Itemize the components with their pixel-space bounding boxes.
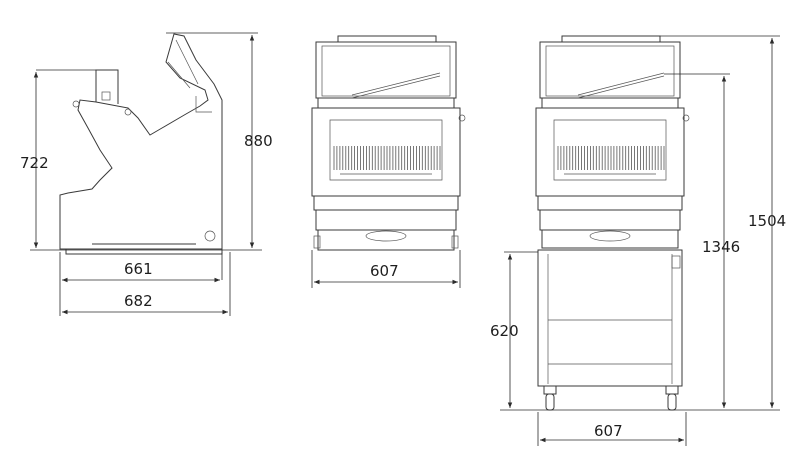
- side-view-top-box: [95, 69, 119, 104]
- stand-lever: [577, 75, 665, 99]
- side-view-knob-2: [124, 108, 132, 116]
- stand-cavity: [553, 119, 667, 181]
- dim-label-620: 620: [490, 322, 519, 340]
- dim-label-front-607: 607: [370, 262, 399, 280]
- side-view-slot: [101, 91, 111, 101]
- caster-left-mount: [543, 385, 557, 395]
- stand-lever-2: [577, 72, 665, 96]
- front-blade-grille: [333, 146, 441, 170]
- dim-label-1504: 1504: [748, 212, 786, 230]
- dim-label-880: 880: [244, 132, 273, 150]
- dim-label-1346: 1346: [702, 238, 740, 256]
- dim-label-661: 661: [124, 260, 153, 278]
- stand-tray: [541, 229, 679, 249]
- caster-left-wheel: [545, 393, 555, 411]
- stand-top-cover: [561, 35, 661, 42]
- front-view: 607: [311, 35, 466, 288]
- front-handle: [365, 230, 407, 242]
- dim-label-stand-607: 607: [594, 422, 623, 440]
- front-band: [317, 97, 455, 109]
- side-view-wheel: [204, 230, 216, 242]
- stand-top-inner: [545, 45, 675, 97]
- front-top-inner: [321, 45, 451, 97]
- front-foot-right: [451, 235, 459, 249]
- dim-label-722: 722: [20, 154, 49, 172]
- front-lever-2: [351, 72, 441, 96]
- front-lower-panel: [315, 209, 457, 231]
- front-lower-band: [313, 195, 459, 211]
- caster-right-mount: [665, 385, 679, 395]
- front-lever: [351, 75, 441, 99]
- front-stand-view: 1504 1346 620 607: [490, 35, 786, 446]
- stand-lower-band: [537, 195, 683, 211]
- side-view-panel-line: [195, 96, 212, 113]
- stand-handle: [589, 230, 631, 242]
- side-view: 880 722 661 682: [20, 32, 273, 316]
- side-view-outline: [59, 33, 223, 250]
- front-ext: [311, 250, 461, 288]
- front-knob: [458, 114, 466, 122]
- side-view-knob: [72, 100, 80, 108]
- front-foot-left: [313, 235, 321, 249]
- side-view-base: [65, 243, 223, 255]
- stand-latch: [671, 255, 681, 269]
- front-tray: [317, 229, 455, 251]
- front-cavity: [329, 119, 443, 181]
- stand-knob: [682, 114, 690, 122]
- stand-ext-width: [537, 412, 687, 446]
- stand-lower-panel: [539, 209, 681, 231]
- side-view-lever: [167, 39, 199, 89]
- stand-cabinet: [537, 249, 683, 387]
- stand-blade-grille: [557, 146, 665, 170]
- caster-right-wheel: [667, 393, 677, 411]
- front-top-cover: [337, 35, 437, 42]
- dim-label-682: 682: [124, 292, 153, 310]
- stand-band: [541, 97, 679, 109]
